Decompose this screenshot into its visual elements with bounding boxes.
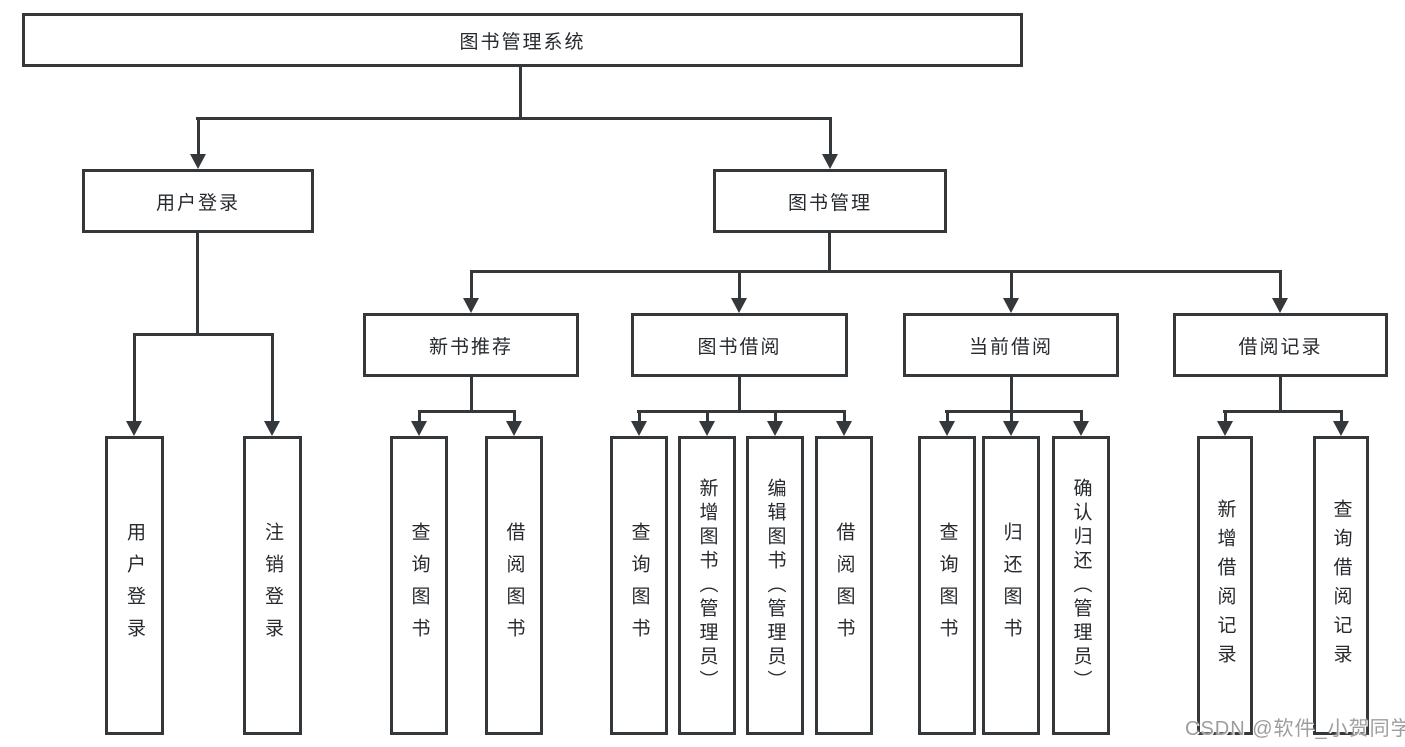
connector-borrow-records-stem	[1279, 377, 1282, 411]
arrow-into-book-management	[822, 117, 838, 169]
leaf-confirm-return-admin: 确认归还（管理员）	[1052, 436, 1110, 735]
leaf-query-books-2: 查询图书	[610, 436, 668, 735]
connector-book-management-stem	[828, 233, 831, 271]
arrow-into-query-books-3	[939, 410, 955, 436]
connector-root-branch	[196, 117, 832, 120]
leaf-borrow-books-2: 借阅图书	[815, 436, 873, 735]
node-library-management-system: 图书管理系统	[22, 13, 1023, 67]
leaf-add-book-admin: 新增图书（管理员）	[678, 436, 736, 735]
connector-new-book-branch	[418, 410, 516, 413]
node-new-book-recommend: 新书推荐	[363, 313, 579, 377]
arrow-into-book-borrowing	[731, 270, 747, 313]
connector-root-stem	[519, 67, 522, 118]
leaf-user-login: 用户登录	[105, 436, 164, 735]
connector-current-borrowing-branch	[945, 410, 1083, 413]
arrow-into-query-books-2	[631, 410, 647, 436]
arrow-into-edit-book	[767, 410, 783, 436]
arrow-into-add-borrow-record	[1217, 410, 1233, 436]
node-current-borrowing: 当前借阅	[903, 313, 1119, 377]
connector-new-book-stem	[470, 377, 473, 411]
node-borrow-records: 借阅记录	[1173, 313, 1388, 377]
connector-book-borrowing-stem	[738, 377, 741, 411]
arrow-into-borrow-books-2	[836, 410, 852, 436]
arrow-into-borrow-books-1	[506, 410, 522, 436]
connector-current-borrowing-stem	[1010, 377, 1013, 411]
node-user-login: 用户登录	[82, 169, 314, 233]
leaf-borrow-books-1: 借阅图书	[485, 436, 543, 735]
arrow-into-user-login	[190, 117, 206, 169]
connector-book-borrowing-branch	[637, 410, 846, 413]
connector-book-management-branch	[470, 270, 1282, 273]
leaf-query-books-3: 查询图书	[918, 436, 976, 735]
arrow-into-confirm-return	[1073, 410, 1089, 436]
arrow-into-query-borrow-record	[1333, 410, 1349, 436]
leaf-logout: 注销登录	[243, 436, 302, 735]
leaf-return-books: 归还图书	[982, 436, 1040, 735]
arrow-into-leaf-logout	[264, 333, 280, 436]
connector-user-login-branch	[133, 333, 274, 336]
arrow-into-current-borrowing	[1003, 270, 1019, 313]
arrow-into-return-books	[1003, 410, 1019, 436]
node-book-borrowing: 图书借阅	[631, 313, 848, 377]
connector-user-login-stem	[196, 233, 199, 334]
leaf-query-borrow-record: 查询借阅记录	[1313, 436, 1369, 735]
csdn-watermark: CSDN @软件_小贺同学	[1185, 718, 1405, 740]
leaf-query-books-1: 查询图书	[390, 436, 448, 735]
arrow-into-new-book-recommend	[463, 270, 479, 313]
arrow-into-add-book	[699, 410, 715, 436]
leaf-add-borrow-record: 新增借阅记录	[1197, 436, 1253, 735]
arrow-into-leaf-user-login	[126, 333, 142, 436]
leaf-edit-book-admin: 编辑图书（管理员）	[746, 436, 804, 735]
arrow-into-query-books-1	[411, 410, 427, 436]
connector-borrow-records-branch	[1223, 410, 1343, 413]
node-book-management: 图书管理	[713, 169, 947, 233]
arrow-into-borrow-records	[1272, 270, 1288, 313]
